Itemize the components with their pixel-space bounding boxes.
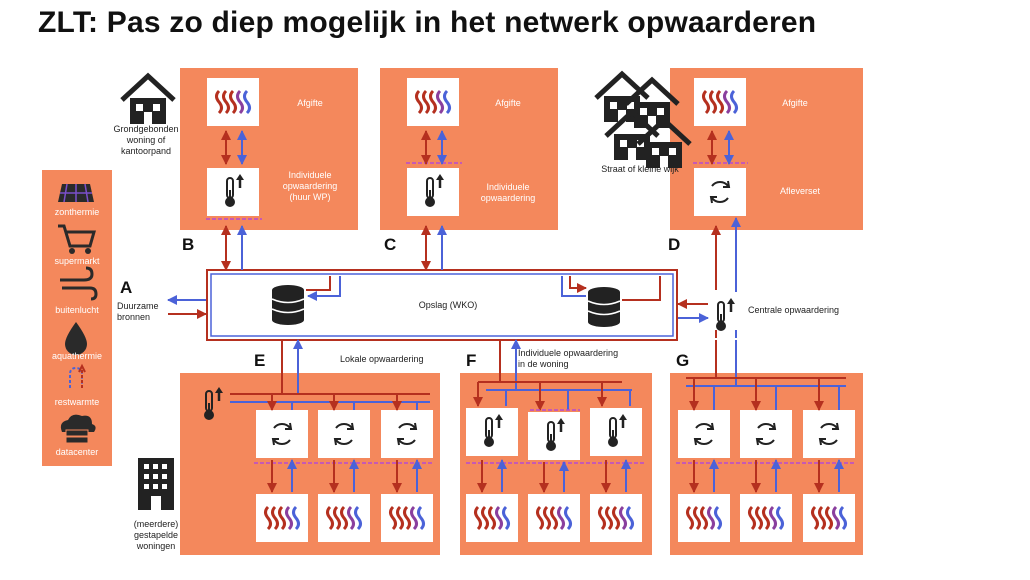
- apartment-building-icon: [138, 458, 174, 510]
- scenario-c: Afgifte Individuele opwaardering C: [380, 68, 558, 271]
- exchanger-icon: [739, 409, 793, 459]
- shopping-cart-icon: [58, 224, 96, 254]
- heat-emitter-icon: [692, 76, 748, 128]
- thermometer-icon: [464, 406, 520, 458]
- heat-emitter-icon: [316, 492, 372, 544]
- heat-emitter-icon: [464, 492, 520, 544]
- exchanger-icon: [317, 409, 371, 459]
- bottom-label-line: opwaardering: [481, 193, 536, 203]
- sources-label-line: Duurzame: [117, 301, 159, 311]
- f-label-line: in de woning: [518, 359, 569, 369]
- heat-emitter-icon: [379, 492, 435, 544]
- central-label: Centrale opwaardering: [748, 305, 839, 315]
- letter-d: D: [668, 235, 680, 254]
- database-icon: [587, 286, 621, 328]
- source-label: restwarmte: [55, 397, 100, 407]
- thermometer-icon: [526, 410, 582, 462]
- top-label: Afgifte: [782, 98, 808, 108]
- letter-f: F: [466, 351, 476, 370]
- letter-c: C: [384, 235, 396, 254]
- scenario-e: E Lokale opwaardering: [180, 339, 440, 555]
- bottom-label-line: Individuele: [288, 170, 331, 180]
- source-label: supermarkt: [54, 256, 100, 266]
- thermometer-icon: [588, 406, 644, 458]
- wind-icon: [60, 266, 98, 301]
- sources-legend: zonthermie supermarkt buitenlucht aquath…: [42, 170, 112, 466]
- water-drop-icon: [65, 322, 87, 355]
- building-label-line: (meerdere): [134, 519, 179, 529]
- scenario-d: Afgifte Afleverset D: [668, 68, 863, 292]
- storage-wko: Opslag (WKO): [206, 269, 678, 341]
- sources-label-line: bronnen: [117, 312, 150, 322]
- scenario-f: F Individuele opwaardering in de woning: [460, 339, 652, 555]
- heat-emitter-icon: [205, 76, 261, 128]
- top-label: Afgifte: [297, 98, 323, 108]
- exchanger-icon: [255, 409, 309, 459]
- exchanger-icon: [802, 409, 856, 459]
- source-label: zonthermie: [55, 207, 100, 217]
- page-title: ZLT: Pas zo diep mogelijk in het netwerk…: [38, 6, 817, 39]
- thermometer-icon: [714, 296, 737, 333]
- exchanger-icon: [693, 167, 747, 217]
- letter-a: A: [120, 278, 132, 297]
- solar-panel-icon: [58, 183, 94, 203]
- f-label-line: Individuele opwaardering: [518, 348, 618, 358]
- heat-emitter-icon: [801, 492, 857, 544]
- thermometer-icon: [405, 166, 461, 218]
- letter-g: G: [676, 351, 689, 370]
- storage-label: Opslag (WKO): [419, 300, 478, 310]
- building-label: Straat of kleine wijk: [601, 164, 679, 174]
- scenario-b: Afgifte Individuele opwaardering (huur W…: [180, 68, 358, 271]
- source-label: datacenter: [56, 447, 99, 457]
- building-label-line: woning of: [126, 135, 166, 145]
- building-label-line: kantoorpand: [121, 146, 171, 156]
- exchanger-icon: [380, 409, 434, 459]
- bottom-label-line: Individuele: [486, 182, 529, 192]
- bottom-label: Afleverset: [780, 186, 821, 196]
- cloud-server-icon: [60, 414, 96, 444]
- house-icon: [122, 76, 174, 124]
- heat-emitter-icon: [676, 492, 732, 544]
- scenario-g: G: [670, 330, 863, 555]
- letter-e: E: [254, 351, 265, 370]
- bottom-label-line: opwaardering: [283, 181, 338, 191]
- loop-arrows-icon: [69, 363, 86, 388]
- building-label-line: Grondgebonden: [113, 124, 178, 134]
- letter-b: B: [182, 235, 194, 254]
- building-label-line: woningen: [136, 541, 176, 551]
- exchanger-icon: [677, 409, 731, 459]
- bottom-label-line: (huur WP): [289, 192, 330, 202]
- heat-emitter-icon: [254, 492, 310, 544]
- e-label: Lokale opwaardering: [340, 354, 424, 364]
- heat-emitter-icon: [738, 492, 794, 544]
- heat-emitter-icon: [588, 492, 644, 544]
- source-label: buitenlucht: [55, 305, 99, 315]
- top-label: Afgifte: [495, 98, 521, 108]
- database-icon: [271, 284, 305, 326]
- building-label-line: gestapelde: [134, 530, 178, 540]
- heat-emitter-icon: [405, 76, 461, 128]
- thermometer-icon: [205, 166, 261, 218]
- source-label: aquathermie: [52, 351, 102, 361]
- heat-emitter-icon: [526, 492, 582, 544]
